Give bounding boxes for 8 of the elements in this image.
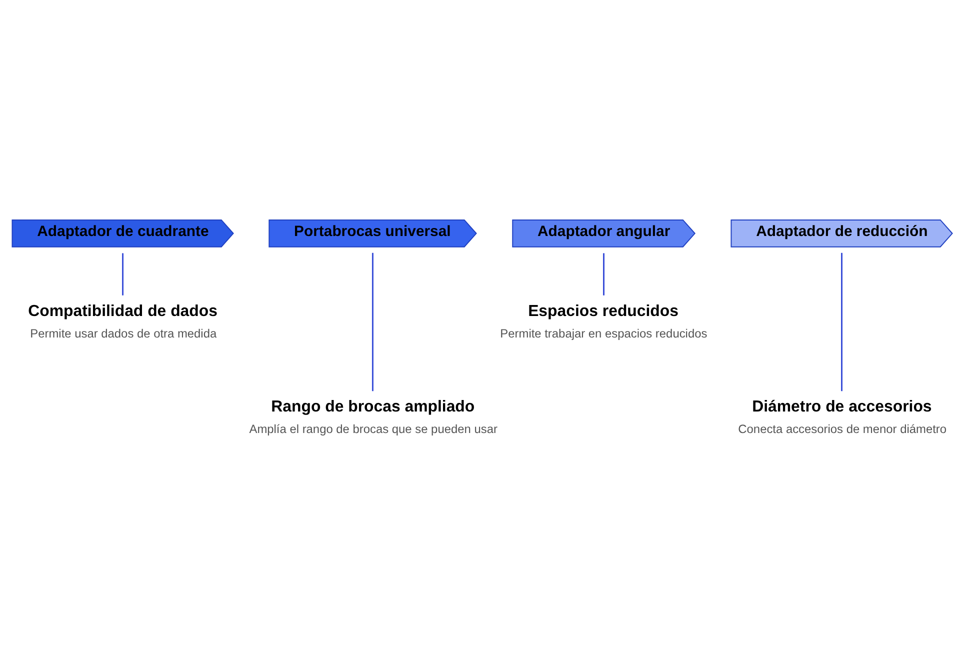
node-text: Diámetro de accesorios Conecta accesorios de menor diámetro [738, 398, 947, 436]
connector [603, 252, 604, 295]
node-text: Compatibilidad de dados Permite usar dados de otra medida [28, 302, 218, 340]
connector [122, 252, 124, 295]
node-text: Espacios reducidos Permite trabajar en espacios reducidos [500, 302, 708, 340]
node-text: Rango de brocas ampliado Amplía el rango de brocas que se pueden usar [249, 398, 498, 436]
connector [372, 252, 374, 391]
connector [841, 252, 842, 391]
